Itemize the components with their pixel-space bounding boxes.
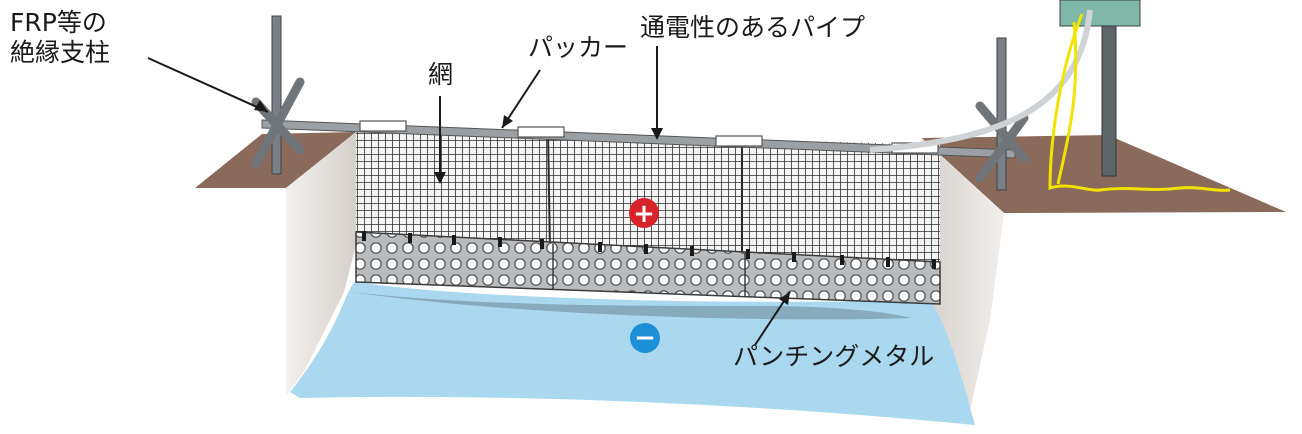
label-packer: パッカー (528, 33, 629, 62)
label-net: 網 (428, 60, 454, 89)
wall-left (286, 132, 370, 396)
label-frp-line1: FRP等の (10, 8, 107, 37)
cable-grey (869, 9, 1093, 153)
metal-clips (362, 231, 936, 269)
punching-metal (355, 231, 941, 305)
cable-yellow-2 (1056, 21, 1078, 185)
net-panel (356, 128, 940, 262)
cable-yellow (1048, 13, 1231, 192)
label-conductive-pipe: 通電性のあるパイプ (640, 13, 866, 42)
negative-sign: − (634, 323, 656, 353)
top-pipe (261, 119, 1016, 159)
positive-symbol: + (629, 198, 659, 229)
wall-right (922, 138, 1004, 420)
power-box (1059, 0, 1141, 177)
label-punching-metal: パンチングメタル (733, 342, 935, 371)
post-right (975, 37, 1029, 191)
positive-sign: + (633, 199, 655, 229)
negative-symbol: − (630, 323, 660, 353)
water-shadow (350, 292, 912, 320)
label-frp-line2: 絶縁支柱 (10, 38, 111, 67)
label-frp-post: FRP等の 絶縁支柱 (10, 8, 110, 68)
arrow-heads (254, 100, 790, 305)
